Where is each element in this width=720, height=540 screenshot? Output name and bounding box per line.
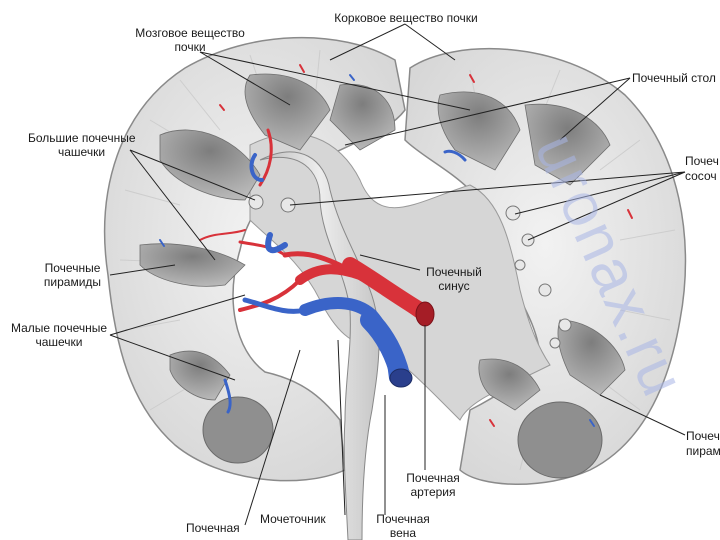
label-major-calyces-line1: Большие почечные xyxy=(28,132,136,145)
label-pyramids-line1: Почечные xyxy=(30,262,115,275)
label-artery-line1: Почечная xyxy=(398,472,468,485)
label-papilla-line2: сосоч xyxy=(685,170,717,183)
label-renal-column: Почечный стол xyxy=(632,72,716,85)
label-pelvis: Почечная xyxy=(186,522,240,535)
label-vein-line1: Почечная xyxy=(368,513,438,526)
label-artery-line2: артерия xyxy=(398,486,468,499)
label-pyramid-right-line1: Почеч xyxy=(686,430,720,443)
label-pyramid-right-line2: пирам xyxy=(686,445,720,458)
label-medulla-line1: Мозговое вещество xyxy=(125,27,255,40)
label-medulla-line2: почки xyxy=(125,41,255,54)
label-papilla-line1: Почеч xyxy=(685,155,719,168)
label-sinus-line1: Почечный xyxy=(420,266,488,279)
label-major-calyces-line2: чашечки xyxy=(58,146,105,159)
label-pyramids-line2: пирамиды xyxy=(30,276,115,289)
label-sinus-line2: синус xyxy=(420,280,488,293)
label-ureter: Мочеточник xyxy=(260,513,326,526)
label-minor-calyces-line1: Малые почечные xyxy=(4,322,114,335)
label-minor-calyces-line2: чашечки xyxy=(4,336,114,349)
label-vein-line2: вена xyxy=(368,527,438,540)
label-cortex: Корковое вещество почки xyxy=(317,12,495,25)
